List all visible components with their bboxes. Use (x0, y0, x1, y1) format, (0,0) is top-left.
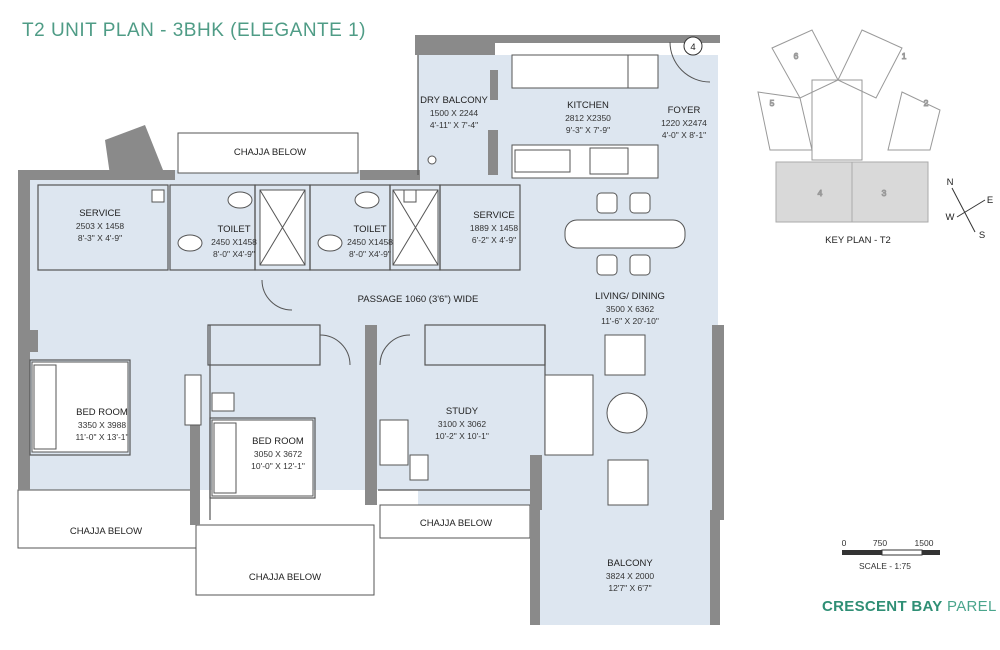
key-unit-5: 5 (770, 98, 775, 108)
label-study: STUDY (446, 406, 479, 417)
label-bedroom-2: BED ROOM (252, 436, 304, 447)
toilet-fixtures (151, 189, 439, 266)
label-chajja-top: CHAJJA BELOW (234, 147, 306, 158)
compass-e: E (987, 195, 993, 206)
walls (18, 35, 724, 625)
key-unit-4: 4 (818, 188, 823, 198)
label-chajja-bottom: CHAJJA BELOW (249, 572, 321, 583)
label-balcony: BALCONY (607, 558, 653, 569)
dims-service-1-ft: 8'-3" X 4'-9" (78, 233, 122, 243)
dims-toilet-1-ft: 8'-0" X4'-9" (213, 249, 255, 259)
scale-tick-0: 0 (842, 538, 847, 548)
scale-tick-750: 750 (873, 538, 887, 548)
living-furniture (544, 334, 649, 506)
dims-foyer-ft: 4'-0" X 8'-1" (662, 130, 706, 140)
scale-tick-1500: 1500 (915, 538, 934, 548)
dims-dry-balcony-ft: 4'-11" X 7'-4" (430, 120, 478, 130)
key-unit-1: 1 (902, 51, 907, 61)
scale-label: SCALE - 1:75 (859, 561, 911, 571)
dims-bedroom-1-mm: 3350 X 3988 (78, 420, 126, 430)
dims-toilet-2-ft: 8'-0" X4'-9" (349, 249, 391, 259)
key-unit-2: 2 (924, 98, 929, 108)
door-swings (261, 41, 711, 366)
label-toilet-1: TOILET (217, 224, 250, 235)
dims-balcony-ft: 12'7" X 6'7" (608, 583, 651, 593)
key-plan: 6 1 5 2 4 3 (757, 29, 941, 223)
dims-kitchen-mm: 2812 X2350 (565, 113, 611, 123)
dining-table (564, 192, 686, 276)
label-passage: PASSAGE 1060 (3'6") WIDE (358, 294, 479, 305)
entry-number: 4 (690, 42, 695, 53)
label-service-1: SERVICE (79, 208, 121, 219)
key-unit-3: 3 (882, 188, 887, 198)
label-bedroom-1: BED ROOM (76, 407, 128, 418)
dims-living-mm: 3500 X 6362 (606, 304, 654, 314)
brand-location: PAREL (947, 598, 997, 615)
scale-bar: 0 750 1500 SCALE - 1:75 (842, 538, 940, 571)
label-dry-balcony: DRY BALCONY (420, 95, 488, 106)
label-chajja-study: CHAJJA BELOW (420, 518, 492, 529)
dims-bedroom-2-mm: 3050 X 3672 (254, 449, 302, 459)
label-kitchen: KITCHEN (567, 100, 609, 111)
compass: N E W S (946, 177, 994, 241)
room-labels: DRY BALCONY 1500 X 2244 4'-11" X 7'-4" K… (70, 95, 707, 593)
interior-walls (29, 55, 546, 520)
label-service-2: SERVICE (473, 210, 515, 221)
brand-name: CRESCENT BAY (822, 598, 943, 615)
label-chajja-left: CHAJJA BELOW (70, 526, 142, 537)
label-toilet-2: TOILET (353, 224, 386, 235)
dims-balcony-mm: 3824 X 2000 (606, 571, 654, 581)
dims-service-1-mm: 2503 X 1458 (76, 221, 124, 231)
dims-toilet-2-mm: 2450 X1458 (347, 237, 393, 247)
dims-service-2-mm: 1889 X 1458 (470, 223, 518, 233)
dims-living-ft: 11'-6" X 20'-10" (601, 316, 659, 326)
compass-n: N (947, 177, 954, 188)
label-foyer: FOYER (668, 105, 701, 116)
compass-w: W (946, 212, 955, 223)
brand-logo: CRESCENT BAY PAREL (822, 598, 997, 615)
entry-marker: 4 (683, 36, 703, 56)
kitchen-counters (427, 54, 659, 179)
plan-title: T2 UNIT PLAN - 3BHK (ELEGANTE 1) (22, 20, 367, 41)
key-plan-label: KEY PLAN - T2 (825, 235, 891, 246)
bedroom-furniture (31, 361, 429, 497)
dims-study-mm: 3100 X 3062 (438, 419, 486, 429)
dims-study-ft: 10'-2" X 10'-1" (435, 431, 489, 441)
label-living: LIVING/ DINING (595, 291, 665, 302)
dims-dry-balcony-mm: 1500 X 2244 (430, 108, 478, 118)
key-unit-6: 6 (794, 51, 799, 61)
chajja-areas (17, 132, 531, 596)
dims-foyer-mm: 1220 X2474 (661, 118, 707, 128)
dims-bedroom-2-ft: 10'-0" X 12'-1" (251, 461, 305, 471)
compass-s: S (979, 230, 985, 241)
dims-bedroom-1-ft: 11'-0" X 13'-1" (75, 432, 128, 442)
dims-toilet-1-mm: 2450 X1458 (211, 237, 257, 247)
dims-kitchen-ft: 9'-3" X 7'-9" (566, 125, 610, 135)
dims-service-2-ft: 6'-2" X 4'-9" (472, 235, 516, 245)
